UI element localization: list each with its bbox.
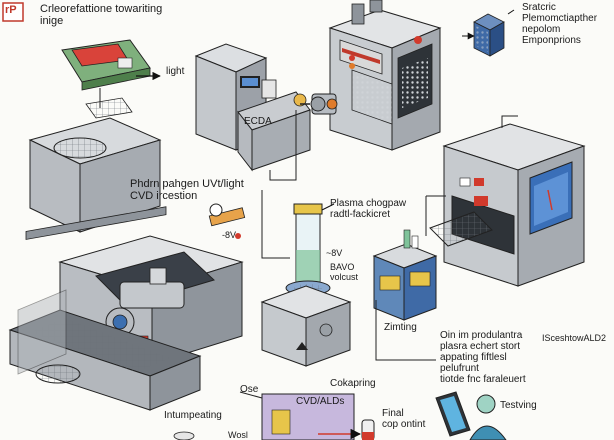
- label-cokapring: Cokapring: [330, 378, 376, 389]
- label-final: Final cop ontint: [382, 408, 426, 430]
- label-process-steps: Oin im produlantra plasra echert stort a…: [440, 330, 526, 385]
- vacuum-chamber-left: [25, 117, 167, 240]
- label-dim-b: -8V: [222, 230, 237, 240]
- label-ose: Ose: [240, 384, 259, 395]
- label-ecda: ECDA: [244, 116, 272, 127]
- label-intumpeating: Intumpeating: [164, 410, 222, 421]
- plasma-etcher-machine: [310, 0, 442, 151]
- controller-box: [372, 229, 438, 321]
- wafer-stage-table: [8, 289, 202, 411]
- cvd-ald-box: [239, 391, 355, 440]
- label-testving: Testving: [500, 400, 537, 411]
- label-plasma: Plasma chogpaw radtl-fackicret: [330, 198, 407, 220]
- reactor-base-cabinet: [260, 285, 352, 367]
- label-zimting: Zimting: [384, 322, 417, 333]
- label-top-right: Sratcric Plemomctiapther nepolom Emponpr…: [522, 2, 598, 46]
- label-photolithography: Phdrn pahgen UVt/light CVD ircestion: [130, 178, 244, 202]
- label-wosl: Wosl: [228, 430, 248, 440]
- deposition-cabinet-right: [425, 123, 586, 287]
- lithography-stepper-machine: [58, 235, 244, 365]
- label-light: light: [166, 66, 185, 77]
- testing-workstation: [435, 391, 507, 440]
- label-bavo: BAVO volcust: [330, 262, 359, 282]
- lithography-mask-unit: [61, 39, 151, 119]
- logo-icon: [2, 2, 24, 22]
- label-cvd-ald: CVD/ALDs: [296, 396, 345, 407]
- label-iscestion: ISceshtowALD2: [542, 333, 607, 343]
- power-meter-icon: [208, 203, 246, 239]
- logo-text: rP: [5, 4, 17, 16]
- page-title: Crleorefattione towariting inige: [40, 3, 163, 27]
- test-tube-icon: [361, 419, 375, 440]
- ecda-cabinet: [194, 43, 311, 172]
- label-dim-a: ~8V: [326, 248, 343, 258]
- disc-icon: [173, 431, 195, 440]
- sample-cube: [473, 13, 505, 57]
